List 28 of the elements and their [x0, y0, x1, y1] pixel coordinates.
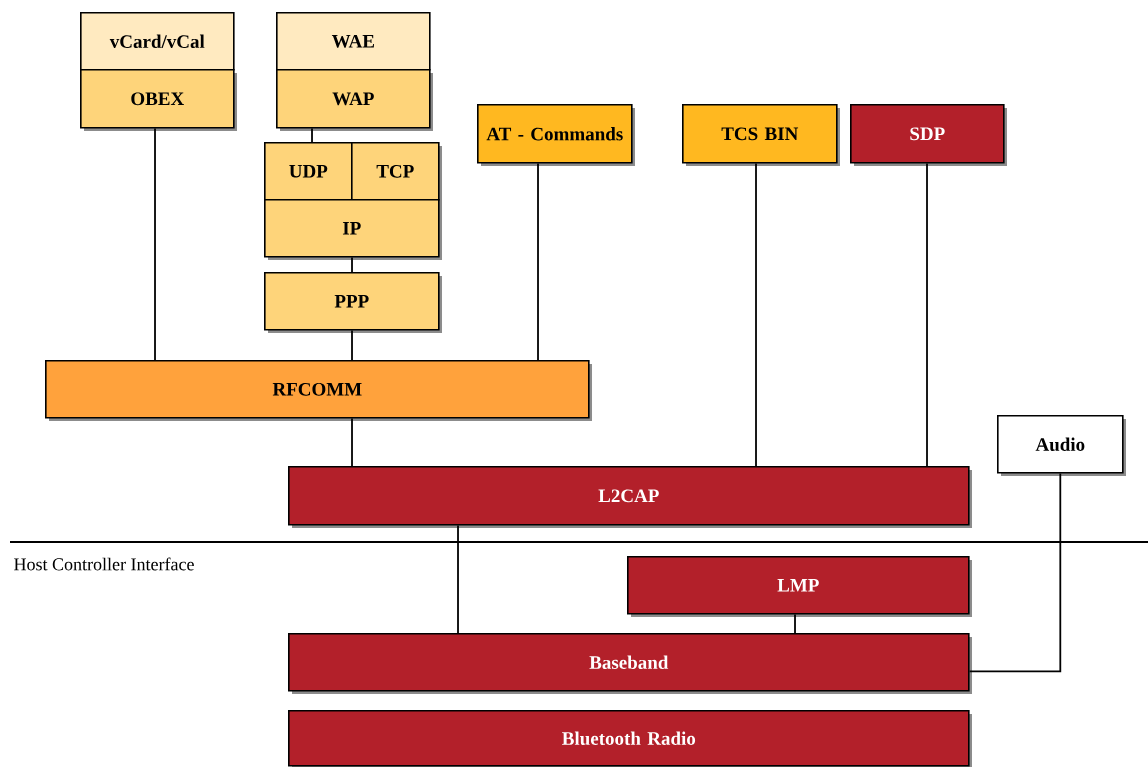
layer-box: Baseband — [288, 633, 972, 694]
connector-line — [968, 472, 1062, 673]
layer-box: Audio — [997, 415, 1126, 476]
connector-line — [311, 127, 313, 143]
layer-box: WAE — [276, 12, 431, 71]
layer-box: TCP — [351, 142, 442, 203]
connector-line — [351, 329, 353, 361]
connector-line — [351, 417, 353, 467]
connector-line — [794, 613, 796, 634]
layer-box: WAP — [276, 69, 433, 131]
layer-box: L2CAP — [288, 466, 972, 528]
layer-box: SDP — [850, 104, 1007, 166]
connector-line — [457, 524, 459, 634]
layer-box: OBEX — [80, 69, 237, 131]
layer-box: UDP — [264, 142, 353, 201]
interface-label: Host Controller Interface — [14, 557, 194, 571]
connector-line — [926, 162, 928, 467]
layer-box: LMP — [627, 556, 972, 617]
layer-box: TCS BIN — [682, 104, 840, 166]
layer-box: Bluetooth Radio — [288, 710, 972, 767]
layer-box: AT - Commands — [477, 104, 635, 166]
connector-line — [755, 162, 757, 467]
connector-line — [154, 127, 156, 361]
layer-box: PPP — [264, 272, 442, 333]
layer-box: vCard/vCal — [80, 12, 235, 71]
layer-box: RFCOMM — [45, 360, 592, 421]
connector-line — [537, 162, 539, 361]
connector-line — [351, 256, 353, 273]
